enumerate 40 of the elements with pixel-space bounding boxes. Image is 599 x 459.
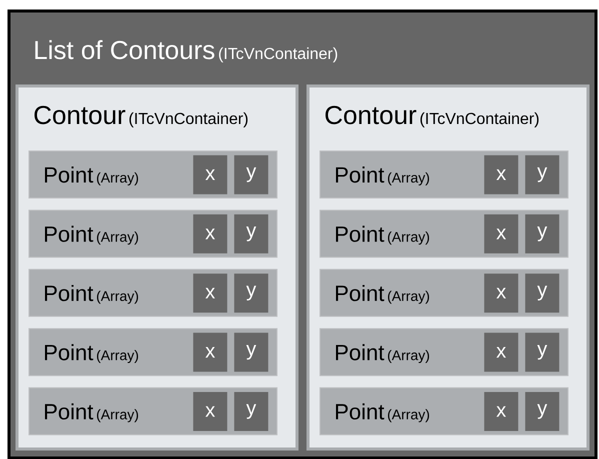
coordinate-box: [525, 392, 560, 431]
coordinate-box: [234, 274, 268, 313]
coordinate-box: [193, 214, 228, 254]
coordinate-box: [234, 214, 268, 254]
coordinate-label: y: [246, 404, 256, 419]
coordinate-label: y: [246, 286, 256, 300]
coordinate-box: [525, 332, 560, 372]
coordinate-box: [193, 274, 228, 313]
coordinate-box: [193, 392, 228, 431]
coordinate-label: y: [537, 404, 548, 419]
coordinate-box: [484, 155, 518, 194]
coordinate-label: x: [496, 406, 506, 417]
coordinate-box: [234, 155, 268, 194]
coordinate-label: y: [537, 167, 548, 182]
coordinate-box: [525, 214, 560, 254]
coordinate-label: x: [496, 169, 506, 180]
coordinate-box: [234, 332, 268, 372]
coordinate-label: x: [205, 228, 215, 240]
coordinate-box: [484, 332, 518, 372]
coordinate-label: y: [537, 286, 548, 300]
coordinate-box: [234, 392, 268, 431]
coordinate-box: [193, 332, 228, 372]
coordinate-label: x: [496, 288, 506, 298]
coordinate-box: [525, 274, 560, 313]
coordinate-label: x: [205, 406, 215, 417]
coordinate-label: x: [496, 347, 506, 358]
coordinate-label: y: [246, 167, 256, 182]
coordinate-box: [193, 155, 228, 194]
coordinate-label: y: [246, 226, 256, 242]
coordinate-box: [525, 155, 560, 194]
coordinate-label: x: [205, 288, 215, 298]
coordinate-label: y: [537, 344, 548, 360]
coordinate-label: y: [246, 344, 256, 360]
coordinate-label: y: [537, 226, 548, 242]
coordinate-label: x: [496, 228, 506, 240]
coordinate-label: x: [205, 347, 215, 358]
coordinate-label: x: [205, 169, 215, 180]
coordinate-box: [484, 392, 518, 431]
coordinate-box: [484, 274, 518, 313]
coordinate-box: [484, 214, 518, 254]
